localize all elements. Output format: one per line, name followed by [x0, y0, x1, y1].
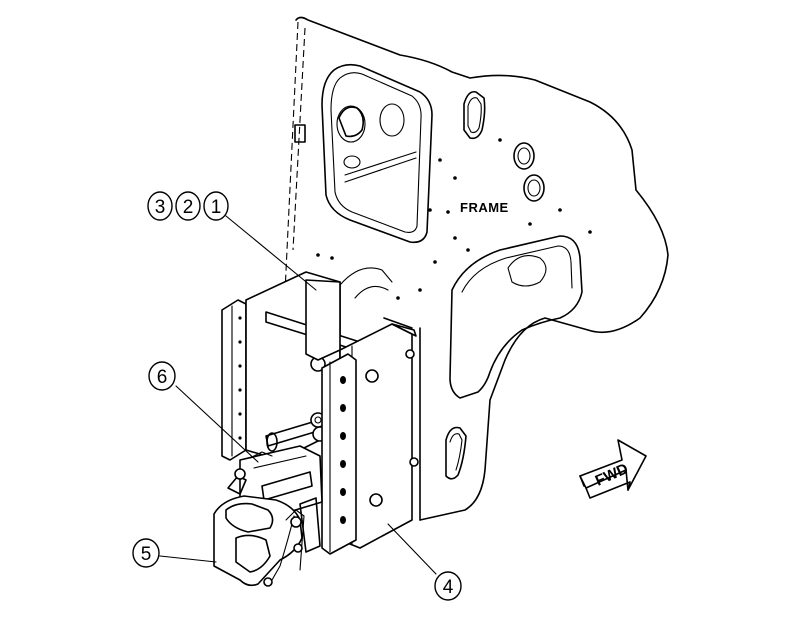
svg-text:4: 4 — [443, 577, 454, 598]
svg-text:3: 3 — [155, 197, 166, 218]
svg-text:5: 5 — [141, 544, 152, 565]
frame-plate — [277, 16, 669, 521]
svg-text:1: 1 — [211, 197, 222, 218]
svg-text:2: 2 — [183, 197, 194, 218]
leader-lines — [159, 215, 437, 575]
pintle-hook — [213, 445, 323, 587]
callout-6: 6 — [148, 361, 176, 391]
frame-label: FRAME — [460, 200, 509, 215]
callout-4: 4 — [434, 571, 462, 601]
callout-5: 5 — [132, 538, 160, 568]
mounting-bracket — [221, 271, 419, 555]
callout-3: 3 — [147, 191, 173, 221]
svg-text:6: 6 — [157, 367, 168, 388]
forward-direction-arrow: FWD — [579, 439, 647, 499]
callout-2: 2 — [175, 191, 201, 221]
fwd-label: FWD — [593, 460, 631, 489]
callout-1: 1 — [203, 191, 229, 221]
